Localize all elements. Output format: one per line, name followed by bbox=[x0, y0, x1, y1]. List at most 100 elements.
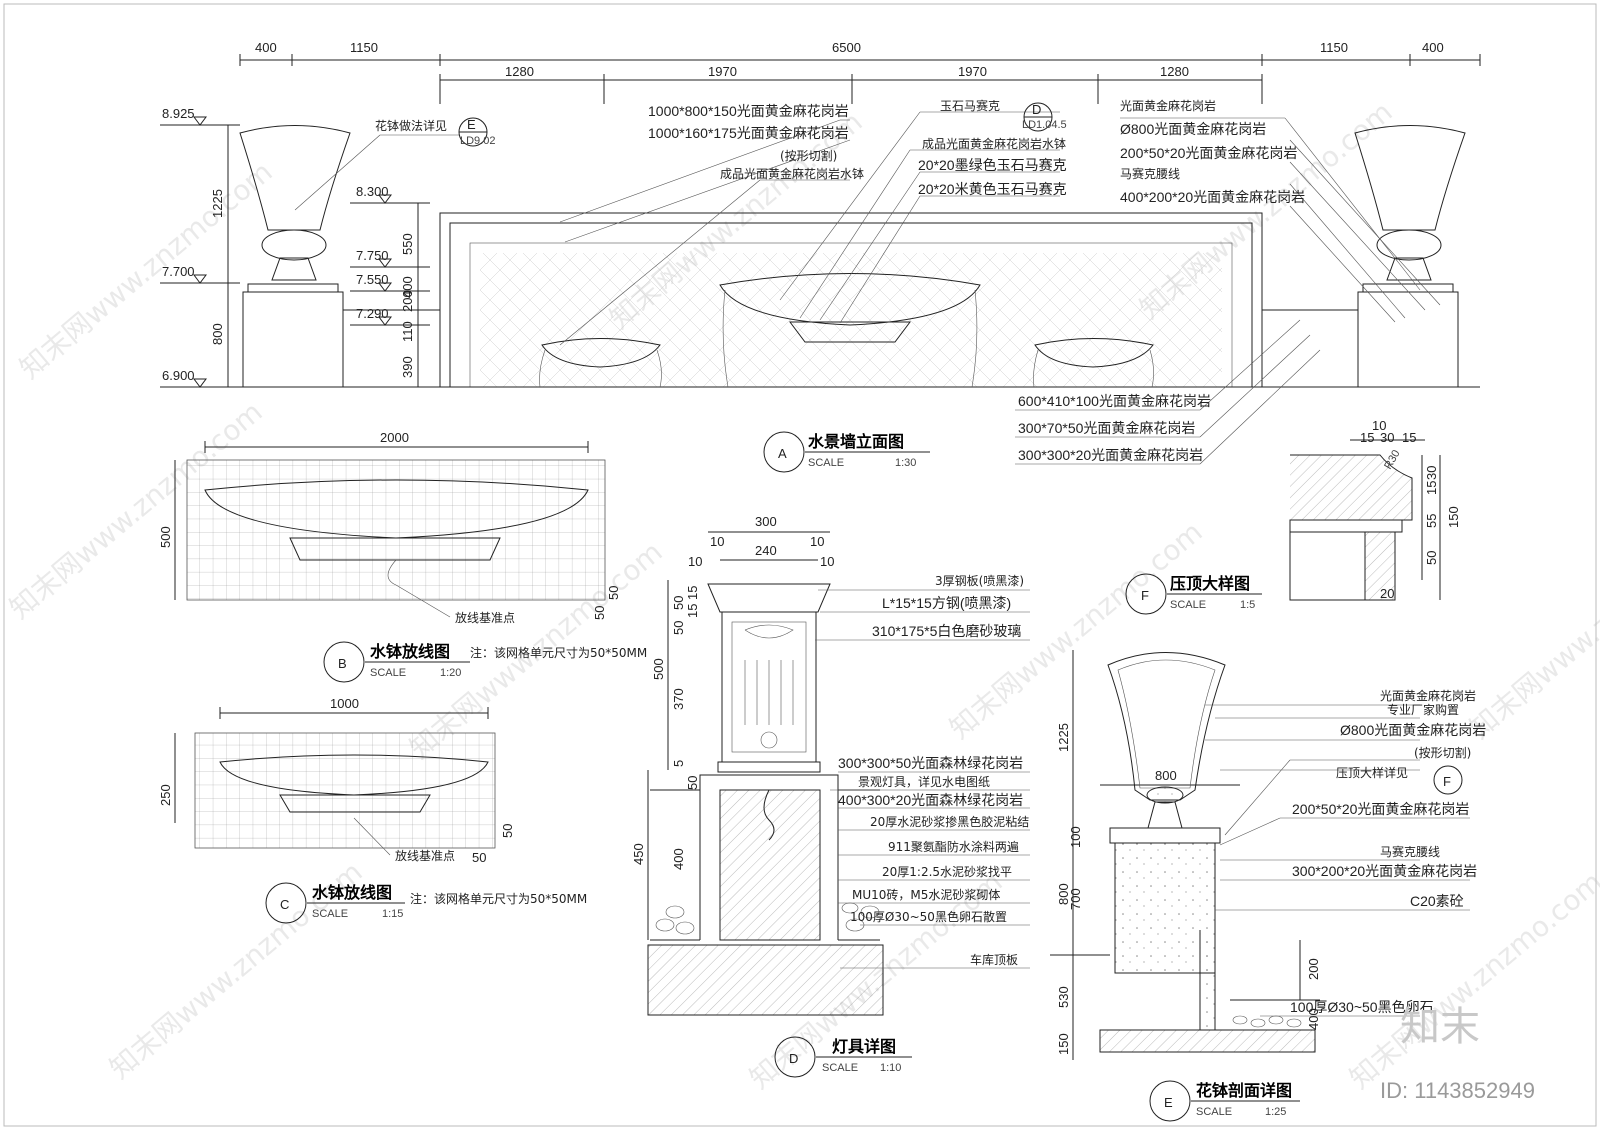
note-left-3: (按形切割) bbox=[780, 148, 837, 163]
dim-mid-390: 390 bbox=[400, 356, 415, 378]
lamp-note-5: 景观灯具，详见水电图纸 bbox=[858, 774, 990, 789]
watermark-text: 知末网www.znzmo.com bbox=[13, 155, 278, 385]
note-flowerpot-ref: 花钵做法详见 bbox=[375, 118, 447, 133]
note-right-3: 200*50*20光面黄金麻花岗岩 bbox=[1120, 145, 1297, 161]
level-8300: 8.300 bbox=[356, 184, 389, 199]
lamp-note-8: 911聚氨酯防水涂料两遍 bbox=[888, 839, 1019, 854]
pot-width-800: 800 bbox=[1155, 768, 1177, 783]
title-bubble-a bbox=[763, 431, 805, 473]
note-mid-2: 成品光面黄金麻花岗岩水钵 bbox=[922, 136, 1066, 151]
title-bubble-f bbox=[1125, 573, 1167, 615]
lamp-note-6: 400*300*20光面森林绿花岗岩 bbox=[838, 792, 1023, 808]
level-7750: 7.750 bbox=[356, 248, 389, 263]
note-right-4: 马赛克腰线 bbox=[1120, 166, 1180, 181]
pot-ref-bubble bbox=[1433, 765, 1463, 795]
pot-note-6: 200*50*20光面黄金麻花岗岩 bbox=[1292, 801, 1469, 817]
coping-side-50: 50 bbox=[1424, 551, 1439, 565]
bowl-b-small-dim-2: 50 bbox=[592, 606, 607, 620]
pot-note-2: 专业厂家购置 bbox=[1387, 702, 1459, 717]
title-f-scale-label: SCALE bbox=[1170, 599, 1206, 611]
level-8925: 8.925 bbox=[162, 106, 195, 121]
watermark-text: 知末网www.znzmo.com bbox=[1343, 865, 1600, 1095]
bowl-b-width: 2000 bbox=[380, 430, 409, 445]
note-mid-4: 20*20米黄色玉石马赛克 bbox=[918, 181, 1067, 197]
dim-left-800: 800 bbox=[210, 323, 225, 345]
bowl-c-small-dim-1: 50 bbox=[500, 824, 515, 838]
lamp-note-3: 310*175*5白色磨砂玻璃 bbox=[872, 623, 1021, 639]
pot-side-1225: 1225 bbox=[1056, 723, 1071, 752]
title-b-scale: 1:20 bbox=[440, 667, 461, 679]
coping-side-30: 30 bbox=[1424, 466, 1439, 480]
title-d-letter: D bbox=[789, 1051, 798, 1066]
lamp-note-11: 100厚Ø30~50黑色卵石散置 bbox=[850, 909, 1007, 924]
bowl-b-note: 注：该网格单元尺寸为50*50MM bbox=[470, 645, 647, 660]
title-bubble-c bbox=[265, 882, 307, 924]
pot-note-5: 压顶大样详见 bbox=[1336, 765, 1408, 780]
dim-left-1225: 1225 bbox=[210, 189, 225, 218]
level-7290: 7.290 bbox=[356, 306, 389, 321]
title-d-scale: 1:10 bbox=[880, 1062, 901, 1074]
lamp-top-10a: 10 bbox=[710, 534, 724, 549]
lamp-side-50a: 50 bbox=[671, 596, 686, 610]
title-bubble-b bbox=[323, 641, 365, 683]
dim-sub-3: 1970 bbox=[958, 64, 987, 79]
image-id: ID: 1143852949 bbox=[1380, 1078, 1535, 1103]
lamp-side-400: 400 bbox=[671, 848, 686, 870]
pot-note-1: 光面黄金麻花岗岩 bbox=[1380, 688, 1476, 703]
brand-logo-text: 知末 bbox=[1400, 1004, 1480, 1050]
note-mid-1: 玉石马赛克 bbox=[940, 98, 1000, 113]
pot-right-400: 400 bbox=[1306, 1008, 1321, 1030]
lamp-top-240: 240 bbox=[755, 543, 777, 558]
lamp-note-9: 20厚1:2.5水泥砂浆找平 bbox=[882, 864, 1012, 879]
bowl-layout-b: 2000 500 放线基准点 50 50 B 水钵放线图 注：该网格单元尺寸为5… bbox=[158, 430, 647, 683]
note-left-1: 1000*800*150光面黄金麻花岗岩 bbox=[648, 103, 849, 119]
level-7700: 7.700 bbox=[162, 264, 195, 279]
dim-top-5: 400 bbox=[1422, 40, 1444, 55]
ref-d-letter: D bbox=[1032, 102, 1041, 117]
bowl-c-small-dim-2: 50 bbox=[472, 850, 486, 865]
pot-note-7: 马赛克腰线 bbox=[1380, 844, 1440, 859]
title-f: 压顶大样图 bbox=[1170, 574, 1250, 593]
pot-note-10: 100厚Ø30~50黑色卵石 bbox=[1290, 999, 1434, 1015]
lamp-side-5: 5 bbox=[671, 760, 686, 767]
title-f-letter: F bbox=[1141, 588, 1149, 603]
title-b: 水钵放线图 bbox=[370, 642, 450, 661]
coping-side-55: 55 bbox=[1424, 514, 1439, 528]
lamp-top-10d: 10 bbox=[820, 554, 834, 569]
title-c: 水钵放线图 bbox=[312, 883, 392, 902]
bowl-c-width: 1000 bbox=[330, 696, 359, 711]
note-right-1: 光面黄金麻花岗岩 bbox=[1120, 98, 1216, 113]
dim-sub-2: 1970 bbox=[708, 64, 737, 79]
coping-top-15a: 15 bbox=[1360, 430, 1374, 445]
coping-side-150: 150 bbox=[1446, 506, 1461, 528]
title-a-scale: 1:30 bbox=[895, 457, 916, 469]
lamp-side-50c: 50 bbox=[685, 776, 700, 790]
pot-note-9: C20素砼 bbox=[1410, 893, 1464, 909]
coping-top-30: 30 bbox=[1380, 430, 1394, 445]
dim-mid-200: 200 bbox=[400, 290, 415, 312]
pot-note-4: (按形切割) bbox=[1414, 745, 1471, 760]
title-e-scale: 1:25 bbox=[1265, 1106, 1286, 1118]
dim-top-2: 1150 bbox=[350, 40, 378, 55]
note-right-5: 400*200*20光面黄金麻花岗岩 bbox=[1120, 189, 1305, 205]
pot-side-700: 700 bbox=[1068, 888, 1083, 910]
lamp-note-2: L*15*15方钢(喷黑漆) bbox=[882, 595, 1011, 611]
title-bubble-e bbox=[1149, 1080, 1191, 1122]
lamp-note-1: 3厚钢板(喷黑漆) bbox=[935, 574, 1024, 588]
coping-bottom-20: 20 bbox=[1380, 586, 1394, 601]
ref-d-code: LD1.04.5 bbox=[1022, 119, 1067, 131]
lamp-side-500: 500 bbox=[651, 658, 666, 680]
bowl-c-height: 250 bbox=[158, 784, 173, 806]
title-d: 灯具详图 bbox=[832, 1037, 896, 1056]
bowl-b-base-point: 放线基准点 bbox=[455, 610, 515, 625]
bowl-c-base-point: 放线基准点 bbox=[395, 848, 455, 863]
dim-mid-550: 550 bbox=[400, 233, 415, 255]
pot-note-3: Ø800光面黄金麻花岗岩 bbox=[1340, 722, 1486, 738]
pot-side-150: 150 bbox=[1056, 1033, 1071, 1055]
note-bottom-1: 600*410*100光面黄金麻花岗岩 bbox=[1018, 393, 1211, 409]
ref-e-code: LD9.02 bbox=[460, 135, 495, 147]
pot-note-8: 300*200*20光面黄金麻花岗岩 bbox=[1292, 863, 1477, 879]
coping-side-15: 15 bbox=[1424, 481, 1439, 495]
pot-ref-letter: F bbox=[1443, 774, 1451, 789]
bowl-b-height: 500 bbox=[158, 526, 173, 548]
